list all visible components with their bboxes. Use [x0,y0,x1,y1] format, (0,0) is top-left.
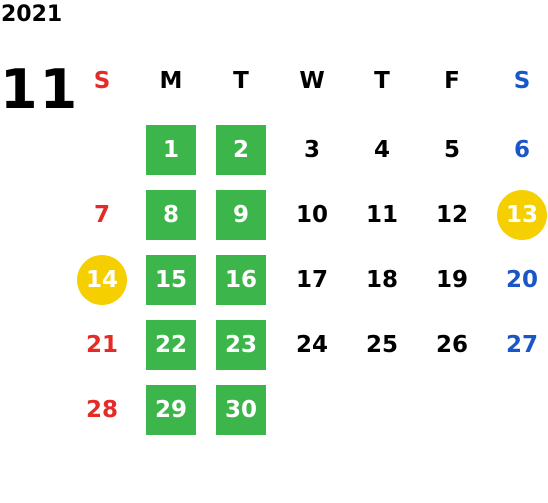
day-cell-4[interactable]: 4 [373,137,390,163]
day-cell-15[interactable]: 15 [146,255,196,305]
day-cell-12[interactable]: 12 [435,202,468,228]
year-label: 2021 [1,2,63,27]
day-cell-21[interactable]: 21 [85,332,118,358]
day-cell-2[interactable]: 2 [216,125,266,175]
day-cell-18[interactable]: 18 [365,267,398,293]
day-cell-20[interactable]: 20 [505,267,538,293]
day-cell-6[interactable]: 6 [513,137,530,163]
day-cell-7[interactable]: 7 [93,202,110,228]
weekday-label: S [93,68,111,94]
day-cell-17[interactable]: 17 [295,267,328,293]
day-cell-23[interactable]: 23 [216,320,266,370]
weekday-label: S [513,68,531,94]
day-cell-16[interactable]: 16 [216,255,266,305]
day-cell-29[interactable]: 29 [146,385,196,435]
day-cell-5[interactable]: 5 [443,137,460,163]
weekday-label: T [233,68,249,94]
day-cell-1[interactable]: 1 [146,125,196,175]
weekday-label: F [444,68,460,94]
day-cell-24[interactable]: 24 [295,332,328,358]
day-cell-25[interactable]: 25 [365,332,398,358]
weekday-label: M [159,68,183,94]
day-cell-27[interactable]: 27 [505,332,538,358]
day-cell-8[interactable]: 8 [146,190,196,240]
day-cell-11[interactable]: 11 [365,202,398,228]
day-cell-10[interactable]: 10 [295,202,328,228]
day-cell-9[interactable]: 9 [216,190,266,240]
weekday-label: T [374,68,390,94]
day-cell-14[interactable]: 14 [77,255,127,305]
day-cell-19[interactable]: 19 [435,267,468,293]
day-cell-26[interactable]: 26 [435,332,468,358]
day-cell-13[interactable]: 13 [497,190,547,240]
day-cell-28[interactable]: 28 [85,397,118,423]
day-cell-22[interactable]: 22 [146,320,196,370]
day-cell-30[interactable]: 30 [216,385,266,435]
month-number: 11 [0,58,80,121]
day-cell-3[interactable]: 3 [303,137,320,163]
weekday-label: W [299,68,325,94]
